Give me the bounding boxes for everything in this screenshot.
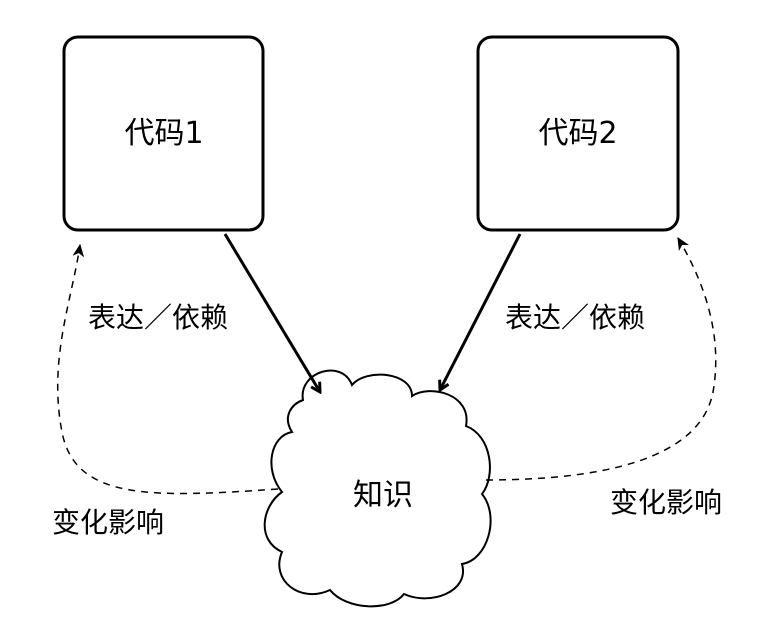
code2-label: 代码2 [538, 116, 617, 151]
knowledge-node: 知识 [263, 369, 492, 608]
knowledge-to-code1-dashed-arrow [56, 243, 279, 495]
code1-to-knowledge-arrow [223, 233, 320, 392]
code2-expression-dependency-label: 表达／依赖 [505, 301, 645, 334]
code1-change-impact-label: 变化影响 [52, 506, 164, 539]
code2-node: 代码2 [476, 35, 680, 232]
code2-change-impact-label: 变化影响 [610, 486, 722, 519]
code1-node: 代码1 [62, 35, 265, 232]
code2-to-knowledge-arrow [440, 233, 522, 390]
knowledge-cloud [263, 369, 492, 608]
code1-label: 代码1 [124, 116, 203, 151]
code1-expression-dependency-label: 表达／依赖 [88, 301, 228, 334]
knowledge-to-code2-dashed-arrow [485, 236, 717, 481]
knowledge-label: 知识 [353, 478, 413, 513]
